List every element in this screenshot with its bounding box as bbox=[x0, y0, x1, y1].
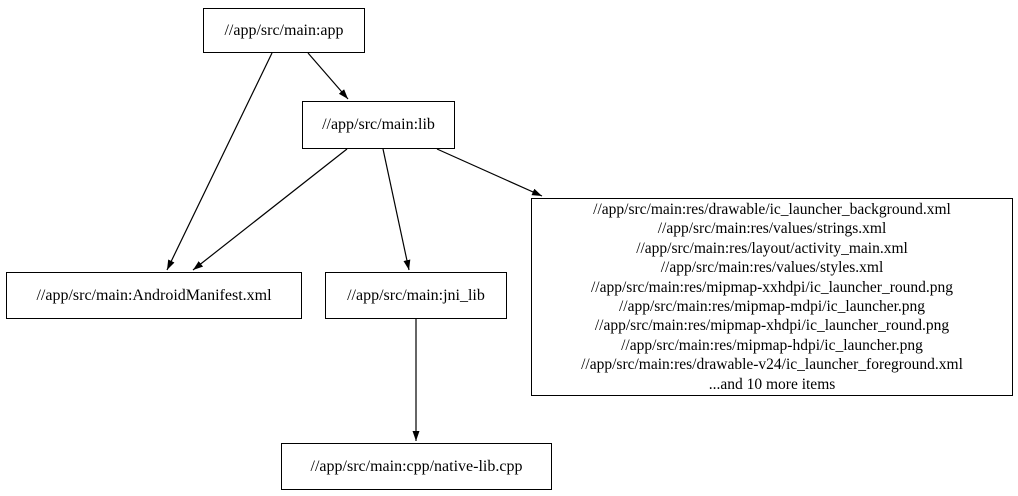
res-file-line: //app/src/main:res/layout/activity_main.… bbox=[636, 239, 908, 257]
node-jni-lib: //app/src/main:jni_lib bbox=[325, 272, 507, 319]
res-file-line: //app/src/main:res/values/strings.xml bbox=[657, 220, 887, 238]
node-app-label: //app/src/main:app bbox=[224, 21, 344, 39]
node-jni-lib-label: //app/src/main:jni_lib bbox=[347, 286, 485, 304]
res-file-line: //app/src/main:res/mipmap-mdpi/ic_launch… bbox=[618, 298, 926, 315]
res-file-line: //app/src/main:res/mipmap-xxhdpi/ic_laun… bbox=[590, 278, 953, 296]
node-android-manifest-label: //app/src/main:AndroidManifest.xml bbox=[36, 286, 272, 304]
node-app: //app/src/main:app bbox=[203, 8, 365, 53]
res-file-line: //app/src/main:res/mipmap-xhdpi/ic_launc… bbox=[594, 317, 950, 335]
node-native-lib-cpp-label: //app/src/main:cpp/native-lib.cpp bbox=[310, 457, 523, 475]
node-lib: //app/src/main:lib bbox=[302, 101, 455, 149]
edge-lib-to-manifest bbox=[192, 148, 348, 271]
res-file-line: //app/src/main:res/mipmap-hdpi/ic_launch… bbox=[621, 336, 923, 354]
node-native-lib-cpp: //app/src/main:cpp/native-lib.cpp bbox=[281, 443, 552, 490]
node-res-files: //app/src/main:res/drawable/ic_launcher_… bbox=[531, 198, 1013, 396]
res-file-line: //app/src/main:res/values/styles.xml bbox=[660, 259, 884, 277]
node-lib-label: //app/src/main:lib bbox=[322, 116, 435, 134]
edge-lib-to-jni-lib bbox=[382, 148, 411, 271]
edge-lib-to-res-files bbox=[436, 148, 543, 197]
node-android-manifest: //app/src/main:AndroidManifest.xml bbox=[6, 272, 302, 319]
res-file-line: //app/src/main:res/drawable-v24/ic_launc… bbox=[581, 356, 963, 374]
res-more-items-line: ...and 10 more items bbox=[708, 375, 836, 393]
edge-app-to-lib bbox=[307, 52, 349, 100]
res-file-line: //app/src/main:res/drawable/ic_launcher_… bbox=[593, 200, 951, 218]
edge-app-to-manifest bbox=[166, 52, 273, 271]
